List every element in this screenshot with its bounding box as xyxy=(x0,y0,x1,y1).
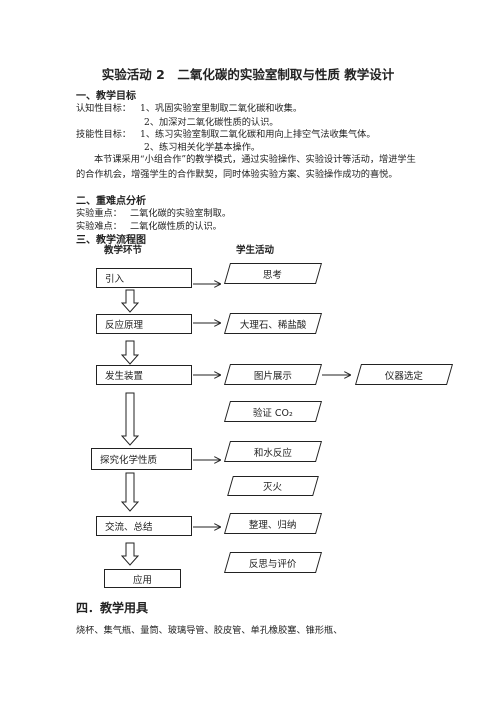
activity-marble-hcl: 大理石、稀盐酸 xyxy=(223,313,323,334)
activity-marble-hcl-label: 大理石、稀盐酸 xyxy=(239,319,307,331)
step-exchange-summary: 交流、总结 xyxy=(96,516,192,536)
step-generating-apparatus: 发生装置 xyxy=(96,365,192,385)
skill-label: 技能性目标： xyxy=(76,129,132,140)
down-arrow-4 xyxy=(120,472,140,512)
activity-verify-co2-label: 验证 CO₂ xyxy=(253,407,293,419)
step-introduction: 引入 xyxy=(96,268,192,288)
down-arrow-5 xyxy=(120,542,140,566)
section3-heading: 三、教学流程图 xyxy=(76,235,146,246)
cognitive-goal-2: 2、加深对二氧化碳性质的认识。 xyxy=(144,117,279,128)
step-reaction-principle: 反应原理 xyxy=(96,314,192,334)
activity-react-with-water: 和水反应 xyxy=(223,441,323,462)
activity-react-with-water-label: 和水反应 xyxy=(253,447,292,459)
step-application: 应用 xyxy=(104,569,181,588)
activity-picture-display-label: 图片展示 xyxy=(253,370,292,382)
skill-goal-2: 2、练习相关化学基本操作。 xyxy=(144,142,261,153)
activity-reflect-evaluate: 反思与评价 xyxy=(223,552,323,573)
section4-heading: 四．教学用具 xyxy=(76,601,149,615)
activity-organize-summarize-label: 整理、归纳 xyxy=(249,519,297,531)
skill-goal-1: 1、练习实验室制取二氧化碳和用向上排空气法收集气体。 xyxy=(140,129,376,140)
down-arrow-3 xyxy=(120,392,140,446)
down-arrow-2 xyxy=(120,340,140,365)
activity-think: 思考 xyxy=(223,263,323,284)
activity-reflect-evaluate-label: 反思与评价 xyxy=(249,558,297,570)
key-point-value: 二氧化碳的实验室制取。 xyxy=(130,208,232,219)
activity-instrument-selection-label: 仪器选定 xyxy=(384,370,423,382)
section2-heading: 二、重难点分析 xyxy=(76,196,146,207)
difficulty-value: 二氧化碳性质的认识。 xyxy=(130,221,222,232)
step-explore-chemical-properties: 探究化学性质 xyxy=(91,448,192,470)
section1-heading: 一、教学目标 xyxy=(76,91,136,102)
difficulty-label: 实验难点： xyxy=(76,221,122,232)
activity-instrument-selection: 仪器选定 xyxy=(354,364,454,385)
key-point-label: 实验重点： xyxy=(76,208,122,219)
column-student-activities: 学生活动 xyxy=(236,245,275,256)
activity-picture-display: 图片展示 xyxy=(223,364,323,385)
activity-think-label: 思考 xyxy=(263,269,283,281)
teaching-tools-list: 烧杯、集气瓶、量筒、玻璃导管、胶皮管、单孔橡胶塞、锥形瓶、 xyxy=(76,625,343,636)
page-title: 实验活动 2 二氧化碳的实验室制取与性质 教学设计 xyxy=(101,67,395,82)
activity-extinguish-fire-label: 灭火 xyxy=(263,482,283,493)
column-teaching-steps: 教学环节 xyxy=(104,245,143,256)
activity-extinguish-fire: 灭火 xyxy=(227,476,319,496)
down-arrow-1 xyxy=(120,289,140,313)
activity-organize-summarize: 整理、归纳 xyxy=(223,513,323,534)
teaching-mode-paragraph: 本节课采用“小组合作”的教学模式，通过实验操作、实验设计等活动，增进学生的合作机… xyxy=(76,154,416,180)
activity-verify-co2: 验证 CO₂ xyxy=(223,401,323,422)
cognitive-label: 认知性目标： xyxy=(76,103,132,114)
cognitive-goal-1: 1、巩固实验室里制取二氧化碳和收集。 xyxy=(140,103,303,114)
